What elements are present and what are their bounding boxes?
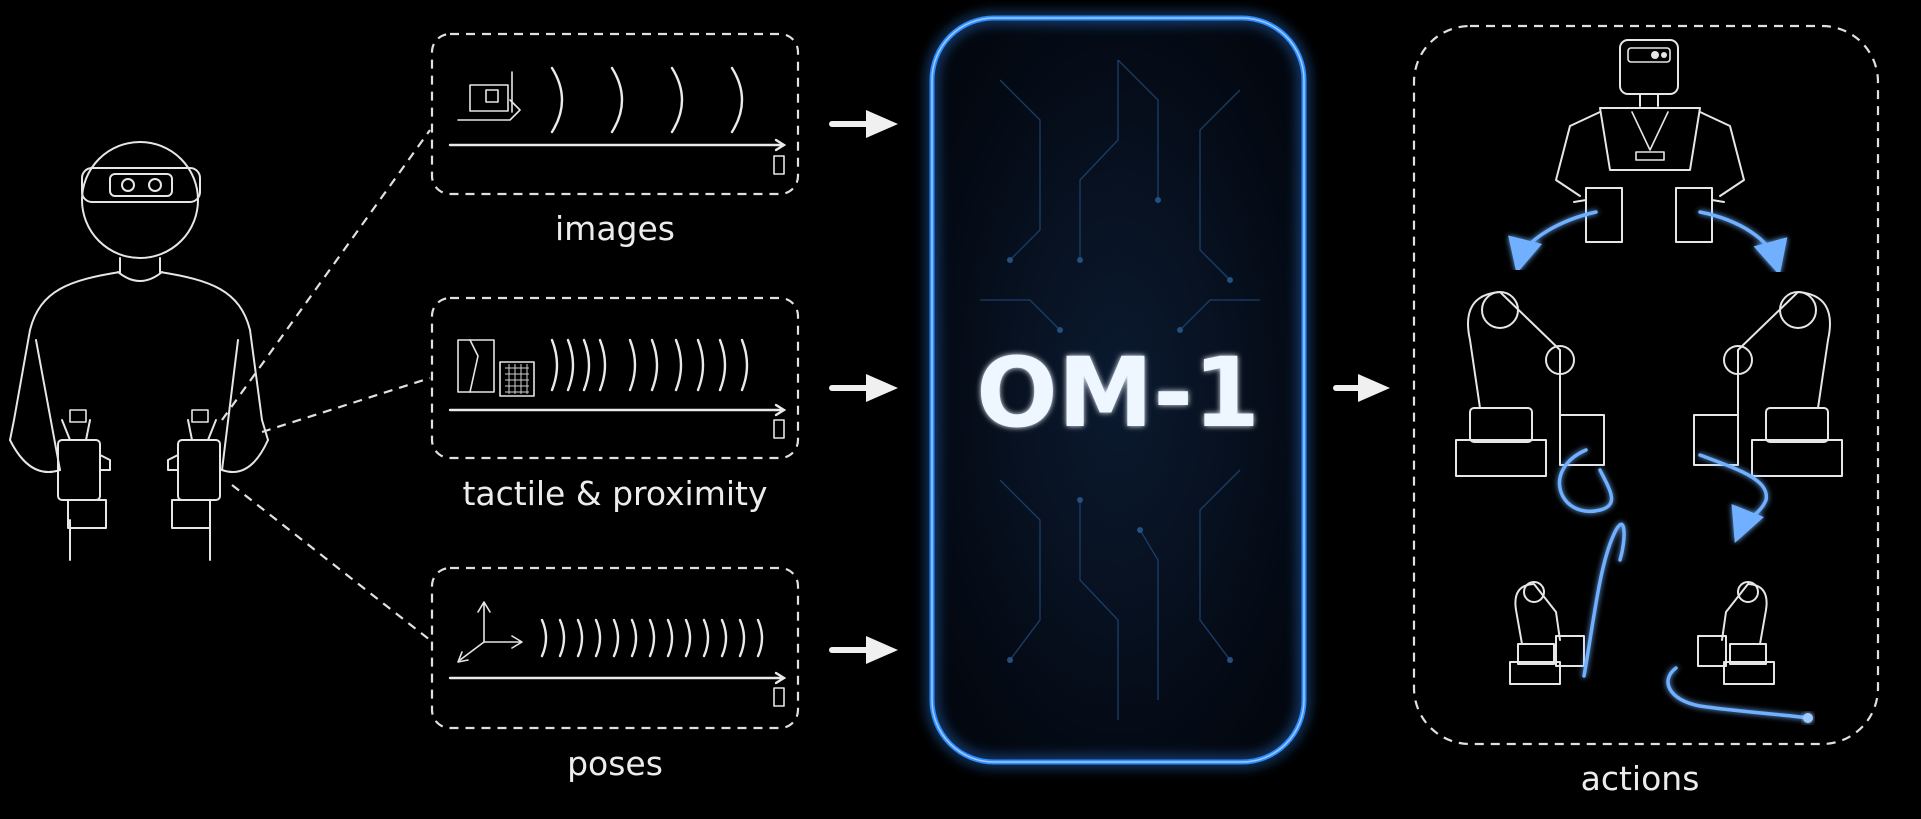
timeline-end-marker — [773, 419, 785, 439]
arrow-right-icon — [829, 110, 898, 138]
tactile-wave-sequence — [550, 338, 749, 392]
input-panel-images — [430, 32, 800, 196]
circuit-pattern — [980, 59, 1260, 720]
input-label-tactile-proximity: tactile & proximity — [462, 474, 767, 513]
output-label-actions: actions — [1581, 759, 1700, 798]
handheld-gripper-right — [167, 409, 221, 529]
trajectory-arm-right — [1698, 453, 1768, 543]
arrow-right-icon — [829, 374, 898, 402]
arrow-right-icon — [1333, 374, 1390, 402]
robot-arm-icon — [1693, 291, 1843, 477]
camera-rig-icon — [457, 71, 521, 121]
pose-wave-sequence — [540, 618, 764, 658]
connector-lines — [221, 129, 431, 641]
model-core-panel — [929, 15, 1307, 765]
arrow-right-icon — [829, 636, 898, 664]
input-label-images: images — [555, 209, 675, 248]
timeline-end-marker — [773, 687, 785, 707]
humanoid-robot-icon — [1555, 39, 1745, 243]
timeline-end-marker — [773, 155, 785, 175]
actions-panel — [1412, 24, 1880, 746]
input-panel-poses — [430, 566, 800, 730]
trajectory-right — [1698, 210, 1788, 276]
human-operator-figure — [9, 141, 269, 561]
trajectory-left — [1508, 210, 1598, 274]
robot-arm-icon — [1455, 291, 1605, 477]
headset-icon — [81, 167, 201, 203]
robot-arm-icon — [1509, 581, 1585, 685]
robot-arm-icon — [1697, 581, 1775, 685]
trajectory-small-right — [1666, 666, 1810, 720]
input-panel-tactile — [430, 296, 800, 460]
trajectory-arm-left — [1557, 448, 1614, 514]
image-wave-sequence — [550, 66, 744, 134]
input-label-poses: poses — [567, 744, 663, 783]
tactile-grid-icon — [457, 339, 535, 397]
handheld-gripper-left — [57, 409, 111, 529]
axes-icon — [457, 601, 523, 663]
model-name: OM-1 — [976, 337, 1260, 449]
trajectory-small-left — [1582, 522, 1626, 678]
